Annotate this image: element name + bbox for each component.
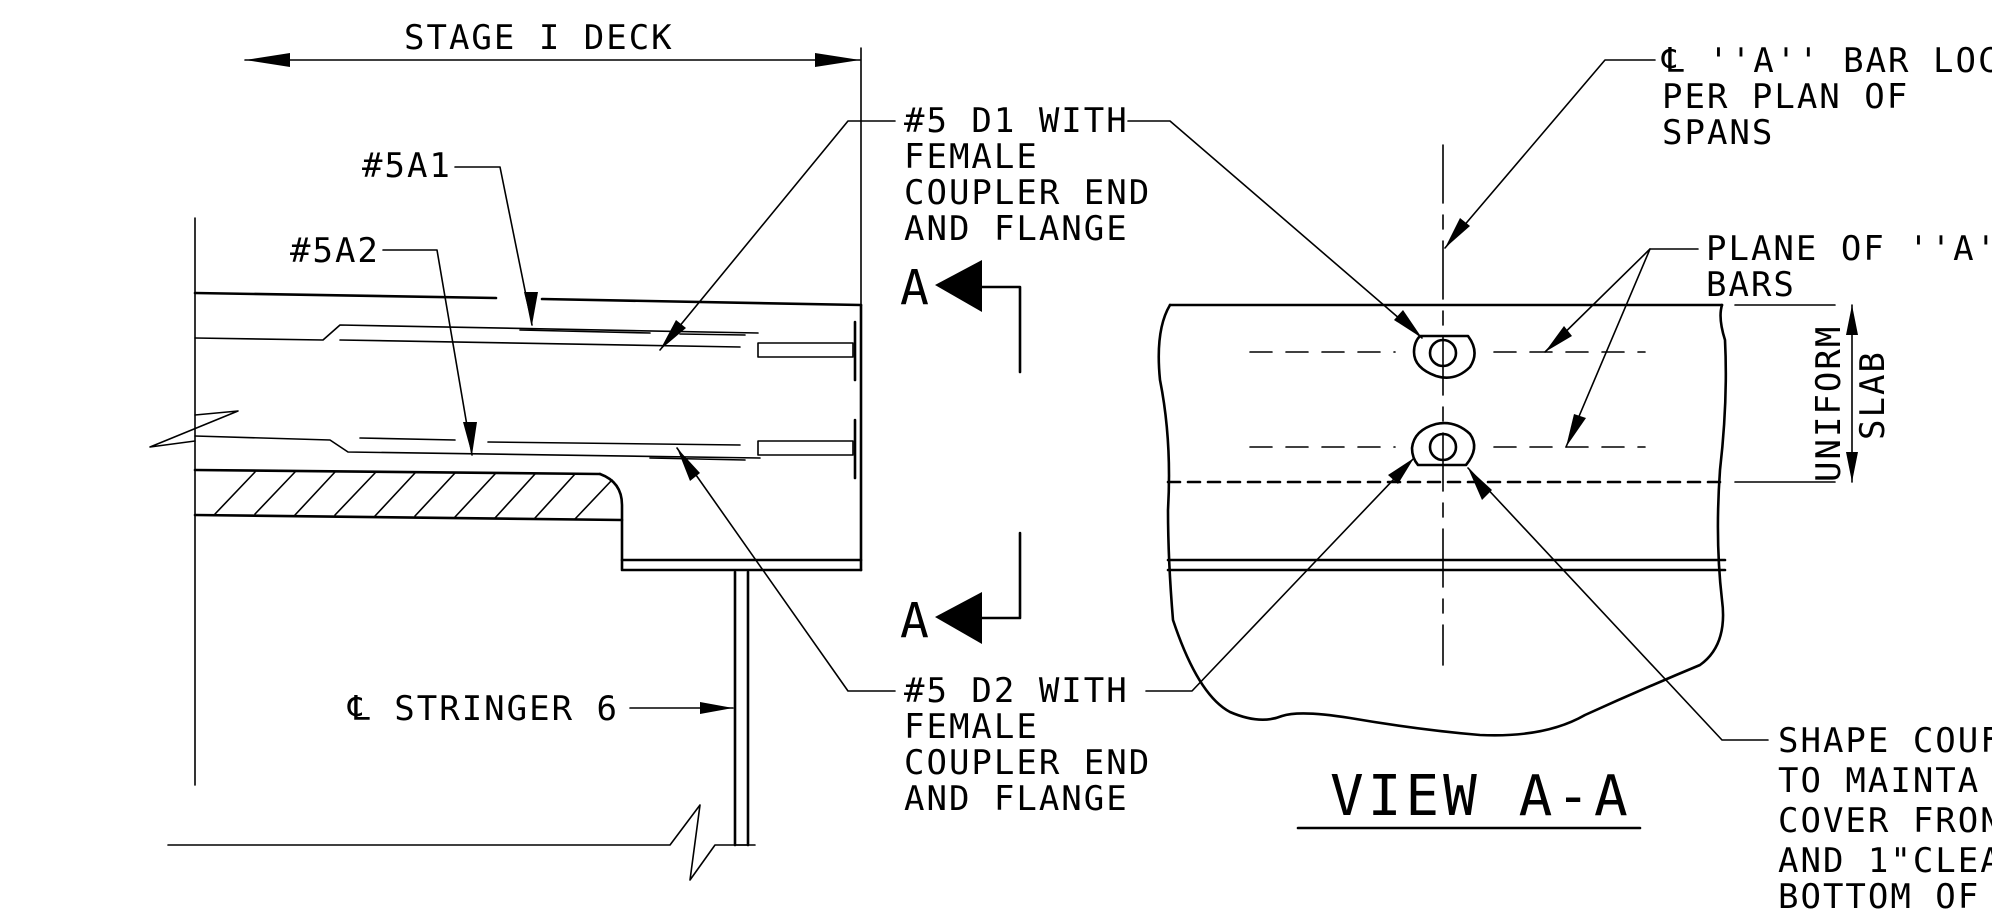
d1-label-line3: COUPLER END [904, 173, 1151, 213]
bar-loc-line1: ℄ ''A'' BAR LOC. [1661, 41, 1992, 81]
view-title-block: VIEW A-A [1296, 764, 1642, 830]
d1-label-line4: AND FLANGE [904, 209, 1129, 249]
d2-label-line2: FEMALE [904, 707, 1039, 747]
coupler-lower [1410, 421, 1476, 467]
d1-label-line1: #5 D1 WITH [904, 101, 1129, 141]
rebar-upper [194, 320, 857, 382]
bar-a1-label: #5A1 [362, 146, 452, 186]
uniform-label: UNIFORM [1809, 325, 1849, 482]
d2-label-line3: COUPLER END [904, 743, 1151, 783]
slab-label: SLAB [1853, 350, 1893, 440]
shape-note-callout: SHAPE COUF TO MAINTA COVER FRON AND 1"CL… [1467, 467, 1992, 911]
coupler-upper [1412, 334, 1476, 379]
uniform-slab-dimension: UNIFORM SLAB [1734, 304, 1893, 483]
bar-a2-label: #5A2 [290, 231, 380, 271]
shape-note-line4: AND 1"CLEA [1778, 841, 1992, 881]
bar-a2-callout: #5A2 [290, 231, 477, 456]
d2-label-line1: #5 D2 WITH [904, 671, 1129, 711]
view-title: VIEW A-A [1330, 764, 1632, 829]
d1-label-line2: FEMALE [904, 137, 1039, 177]
stage-deck-dimension: STAGE I DECK [244, 18, 862, 306]
plane-callout: PLANE OF ''A'' BARS [1544, 229, 1992, 448]
shape-note-line5: BOTTOM OF [1778, 877, 1980, 911]
hatched-region [214, 471, 613, 520]
stage-deck-label: STAGE I DECK [404, 18, 674, 58]
shape-note-line2: TO MAINTA [1778, 761, 1980, 801]
section-cut-marker-top: A [900, 260, 1022, 374]
section-cut-marker-bottom: A [900, 531, 1022, 649]
view-a-a-section [1157, 144, 1728, 737]
shape-note-line1: SHAPE COUF [1778, 721, 1992, 761]
section-mark-top-label: A [900, 260, 929, 316]
bar-loc-callout: ℄ ''A'' BAR LOC. PER PLAN OF SPANS [1444, 41, 1992, 249]
bottom-break-line [167, 804, 756, 881]
deck-slab-outline [149, 217, 863, 786]
plane-line1: PLANE OF ''A'' [1706, 229, 1992, 269]
d2-label-line4: AND FLANGE [904, 779, 1129, 819]
rebar-lower [194, 418, 857, 480]
section-mark-bottom-label: A [900, 593, 929, 649]
stringer-web: ℄ STRINGER 6 [347, 570, 750, 847]
stringer-label: ℄ STRINGER 6 [347, 689, 619, 729]
d2-callout: #5 D2 WITH FEMALE COUPLER END AND FLANGE [676, 447, 1415, 819]
d1-callout: #5 D1 WITH FEMALE COUPLER END AND FLANGE [659, 101, 1423, 351]
bar-loc-line3: SPANS [1662, 113, 1774, 153]
shape-note-line3: COVER FRON [1778, 801, 1992, 841]
bar-loc-line2: PER PLAN OF [1662, 77, 1909, 117]
plane-line2: BARS [1706, 265, 1796, 305]
bar-a1-callout: #5A1 [362, 146, 538, 326]
